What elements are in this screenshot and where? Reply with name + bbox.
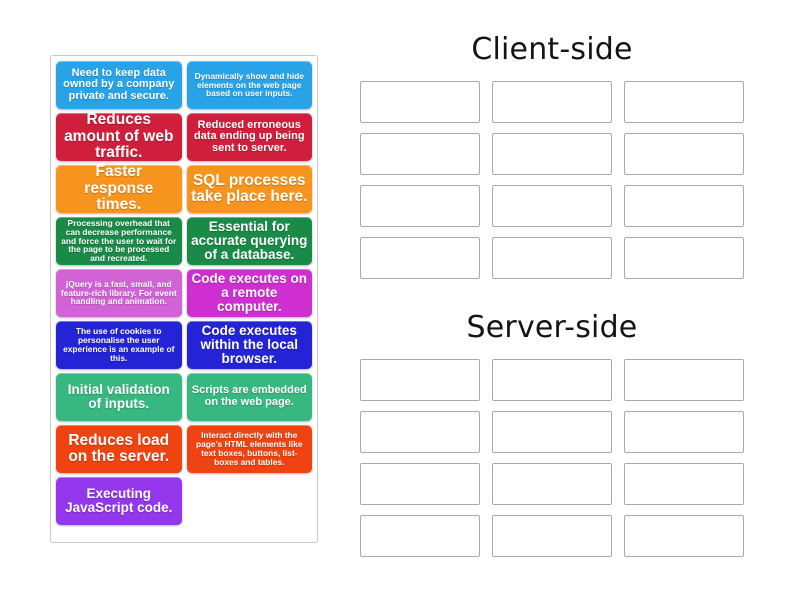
tile-row: The use of cookies to personalise the us… (56, 321, 312, 369)
draggable-tile[interactable]: jQuery is a fast, small, and feature-ric… (56, 269, 182, 317)
drop-slot[interactable] (360, 515, 480, 557)
draggable-tile[interactable]: Reduced erroneous data ending up being s… (186, 113, 312, 161)
tile-slot-empty (187, 477, 312, 525)
zone-title-client-side: Client-side (471, 32, 633, 67)
tile-label: Reduces load on the server. (68, 431, 170, 465)
draggable-tile[interactable]: SQL processes take place here. (186, 165, 312, 213)
slot-grid-client-side (360, 81, 744, 279)
drop-slot[interactable] (624, 411, 744, 453)
drop-slot[interactable] (492, 411, 612, 453)
tile-label: Dynamically show and hide elements on th… (194, 70, 304, 99)
tile-label: Scripts are embedded on the web page. (191, 384, 307, 408)
tile-label: Initial validation of inputs. (67, 381, 170, 411)
draggable-tile[interactable]: Initial validation of inputs. (56, 373, 182, 421)
tile-row: Initial validation of inputs. Scripts are… (56, 373, 312, 421)
drop-slot[interactable] (624, 185, 744, 227)
draggable-tile[interactable]: Scripts are embedded on the web page. (186, 373, 312, 421)
tile-label: SQL processes take place here. (191, 171, 308, 205)
tile-label: Reduced erroneous data ending up being s… (193, 118, 305, 154)
draggable-tile[interactable]: The use of cookies to personalise the us… (56, 321, 182, 369)
tile-label: Faster response times. (84, 165, 154, 213)
tile-row: Executing JavaScript code. (56, 477, 312, 525)
drop-slot[interactable] (492, 185, 612, 227)
tile-row: Faster response times. SQL processes take… (56, 165, 312, 213)
tile-label: Executing JavaScript code. (65, 485, 173, 515)
tile-label: Reduces amount of web traffic. (64, 113, 174, 161)
drop-slot[interactable] (360, 185, 480, 227)
drop-slot[interactable] (360, 81, 480, 123)
tile-label: Need to keep data owned by a company pri… (63, 66, 175, 102)
tile-row: jQuery is a fast, small, and feature-ric… (56, 269, 312, 317)
draggable-tile[interactable]: Code executes within the local browser. (186, 321, 312, 369)
tile-row: Processing overhead that can decrease pe… (56, 217, 312, 265)
drop-slot[interactable] (492, 237, 612, 279)
tile-label: The use of cookies to personalise the us… (63, 326, 175, 363)
draggable-tile[interactable]: Code executes on a remote computer. (186, 269, 312, 317)
tile-label: Essential for accurate querying of a dat… (191, 218, 308, 263)
tile-row: Reduces amount of web traffic. Reduced er… (56, 113, 312, 161)
draggable-tile[interactable]: Faster response times. (56, 165, 182, 213)
tile-row: Need to keep data owned by a company pri… (56, 61, 312, 109)
drop-slot[interactable] (624, 515, 744, 557)
tile-label: Code executes within the local browser. (200, 322, 298, 367)
draggable-tile[interactable]: Reduces load on the server. (56, 425, 182, 473)
drop-slot[interactable] (360, 237, 480, 279)
drop-slot[interactable] (360, 411, 480, 453)
drop-slot[interactable] (624, 359, 744, 401)
tile-label: jQuery is a fast, small, and feature-ric… (60, 278, 177, 307)
draggable-tile[interactable]: Reduces amount of web traffic. (56, 113, 182, 161)
drop-zone-client-side: Client-side (360, 32, 744, 279)
drop-slot[interactable] (624, 463, 744, 505)
drop-slot[interactable] (492, 463, 612, 505)
drop-slot[interactable] (492, 81, 612, 123)
drop-slot[interactable] (360, 463, 480, 505)
drop-slot[interactable] (624, 237, 744, 279)
draggable-tile[interactable]: Executing JavaScript code. (56, 477, 182, 525)
drop-slot[interactable] (492, 133, 612, 175)
slot-grid-server-side (360, 359, 744, 557)
tile-label: Interact directly with the page's HTML e… (195, 430, 303, 467)
draggable-tile[interactable]: Processing overhead that can decrease pe… (56, 217, 182, 265)
tile-label: Code executes on a remote computer. (191, 270, 308, 315)
drop-slot[interactable] (492, 515, 612, 557)
tile-row: Reduces load on the server. Interact dire… (56, 425, 312, 473)
draggable-tile[interactable]: Essential for accurate querying of a dat… (186, 217, 312, 265)
drop-slot[interactable] (624, 81, 744, 123)
drop-slot[interactable] (492, 359, 612, 401)
tile-tray[interactable]: Need to keep data owned by a company pri… (50, 55, 318, 543)
draggable-tile[interactable]: Dynamically show and hide elements on th… (186, 61, 312, 109)
draggable-tile[interactable]: Need to keep data owned by a company pri… (56, 61, 182, 109)
tile-label: Processing overhead that can decrease pe… (61, 217, 177, 264)
drop-slot[interactable] (360, 133, 480, 175)
drop-zone-server-side: Server-side (360, 310, 744, 557)
drop-slot[interactable] (360, 359, 480, 401)
draggable-tile[interactable]: Interact directly with the page's HTML e… (186, 425, 312, 473)
zone-title-server-side: Server-side (466, 310, 638, 345)
drop-slot[interactable] (624, 133, 744, 175)
